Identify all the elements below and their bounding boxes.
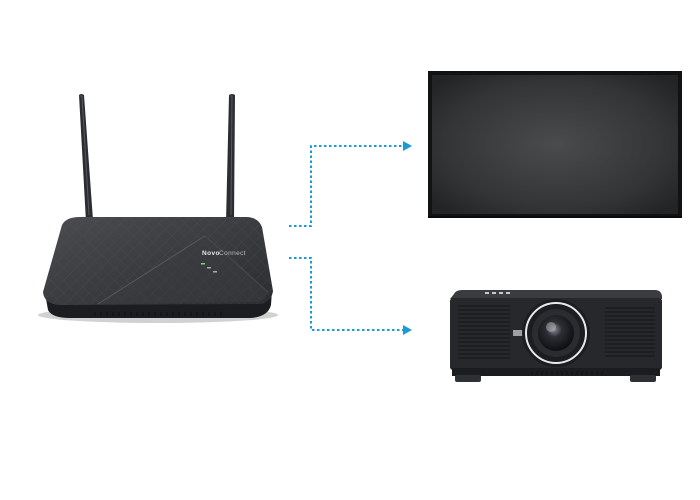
arrow-right-icon [403, 141, 412, 151]
router-antenna-right [226, 94, 235, 222]
display-screen [432, 75, 678, 214]
projector-icon [450, 290, 662, 382]
projector-foot-left [455, 375, 481, 382]
router-status-leds [201, 263, 217, 273]
router-brand-bold: Novo [202, 250, 220, 257]
projector-lens [538, 315, 574, 351]
arrow-right-icon [403, 325, 412, 335]
connector-to-display [289, 141, 412, 227]
projector-foot-right [630, 375, 656, 382]
connector-to-projector [289, 257, 412, 335]
router-icon: Novo Connect [38, 94, 278, 323]
router-brand-light: Connect [219, 250, 246, 257]
flat-panel-display-icon [428, 71, 682, 218]
projector-badge [513, 330, 523, 336]
